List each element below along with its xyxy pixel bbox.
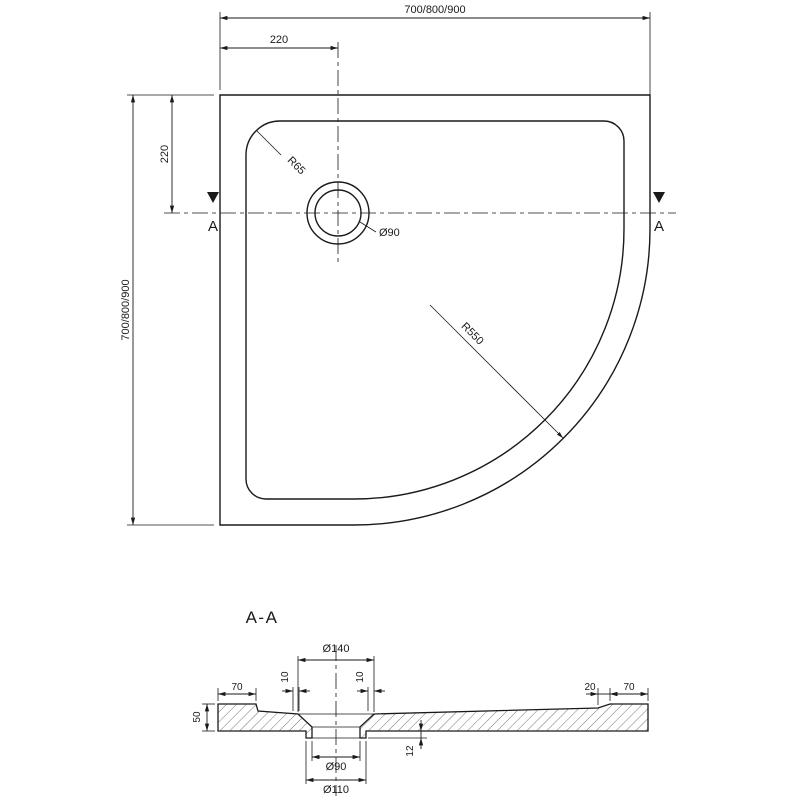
recess-diameter-dimension: Ø140 [297, 643, 375, 712]
drain-offset-vertical-label: 220 [159, 145, 171, 163]
left-rim-label: 70 [231, 682, 243, 693]
section-title: A-A [246, 608, 279, 627]
tray-height-label: 50 [192, 711, 203, 723]
boss-depth-label: 12 [405, 745, 416, 757]
boss-depth-dimension: 12 [368, 720, 427, 757]
section-profile-right [359, 703, 649, 739]
leader-line [255, 129, 282, 156]
drain-diameter-label: Ø90 [379, 227, 400, 239]
drain-hole-diameter-label: Ø90 [326, 761, 347, 773]
section-cut-marker-right: A [653, 192, 665, 235]
section-cut-marker-left: A [207, 192, 219, 235]
front-radius-callout: R550 [429, 304, 564, 439]
top-view: 700/800/900 220 700/800/900 220 R65 R550… [120, 4, 676, 526]
right-slope-label: 20 [584, 682, 596, 693]
drain-flange-diameter-dimension: Ø110 [305, 741, 367, 796]
drain-flange-diameter-label: Ø110 [323, 784, 349, 796]
drain-offset-horizontal-dimension: 220 [220, 34, 338, 51]
left-height-dimension: 700/800/900 [120, 95, 136, 525]
recess-offset-right-label: 10 [355, 671, 366, 683]
recess-diameter-label: Ø140 [323, 643, 350, 655]
inner-corner-radius-label: R65 [285, 154, 308, 177]
section-view: A-A Ø140 10 10 [192, 608, 649, 796]
extension-lines [127, 12, 651, 526]
right-rim-label: 70 [623, 682, 635, 693]
recess-offset-right-dimension: 10 [355, 671, 385, 711]
leader-line [359, 221, 377, 233]
inner-corner-radius-callout: R65 [255, 129, 308, 177]
recess-offset-left-label: 10 [280, 671, 291, 683]
section-profile-left [217, 703, 313, 739]
leader-line [429, 304, 564, 439]
tray-inner-outline [245, 120, 625, 500]
section-arrow-icon [653, 192, 665, 203]
drain-diameter-callout: Ø90 [359, 221, 400, 239]
right-rim-dimension: 70 [610, 682, 649, 701]
left-height-dim-label: 700/800/900 [120, 279, 132, 340]
right-slope-dimension: 20 [584, 682, 622, 705]
top-width-dimension: 700/800/900 [220, 4, 650, 21]
tray-height-dimension: 50 [192, 703, 215, 732]
section-arrow-icon [207, 192, 219, 203]
front-radius-label: R550 [459, 320, 486, 347]
section-marker-right-label: A [654, 218, 664, 235]
recess-offset-left-dimension: 10 [280, 671, 310, 711]
section-marker-left-label: A [208, 218, 218, 235]
tray-outer-outline [219, 94, 651, 526]
drain-hole-diameter-dimension: Ø90 [311, 741, 361, 773]
top-width-dim-label: 700/800/900 [404, 4, 465, 16]
drain-offset-horizontal-label: 220 [270, 34, 288, 46]
drain-offset-vertical-dimension: 220 [159, 95, 175, 213]
left-rim-dimension: 70 [217, 682, 257, 701]
